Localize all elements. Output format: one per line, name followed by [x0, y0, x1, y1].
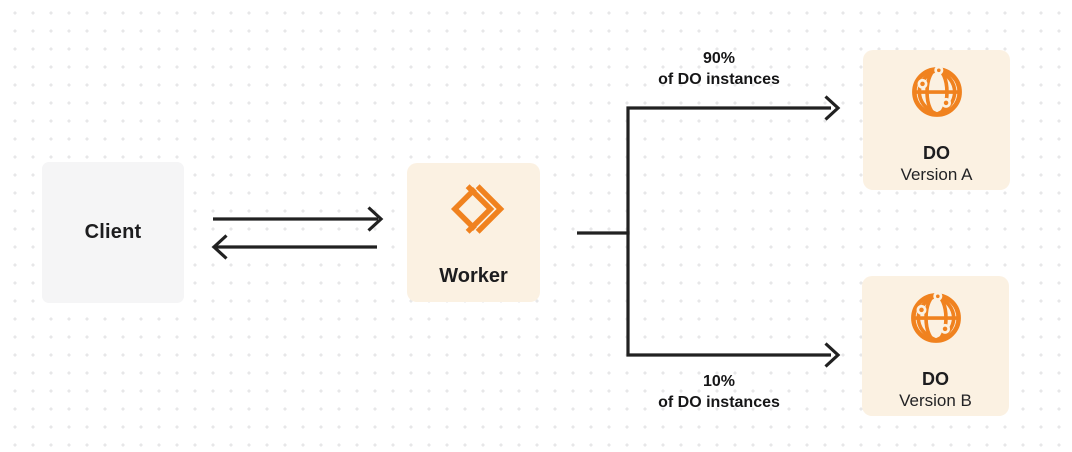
do-b-title: DO	[922, 369, 949, 389]
split-top-label: 90% of DO instances	[628, 48, 810, 90]
arrow-worker-to-client	[211, 234, 377, 260]
arrowhead-to-do-a	[824, 95, 841, 121]
do-a-subtitle: Version A	[900, 165, 973, 184]
split-top-percent: 90%	[702, 50, 736, 67]
split-bottom-percent: 10%	[702, 373, 736, 390]
split-bottom-label: 10% of DO instances	[628, 371, 810, 413]
node-worker: Worker	[407, 163, 540, 302]
worker-label: Worker	[439, 265, 508, 287]
node-do-version-b: DO Version B	[862, 276, 1009, 416]
globe-icon	[907, 289, 965, 352]
split-top-caption: of DO instances	[658, 71, 780, 88]
do-a-title: DO	[923, 143, 950, 163]
split-connector	[577, 95, 841, 368]
do-b-subtitle: Version B	[899, 391, 972, 410]
arrowhead-to-do-b	[824, 342, 841, 368]
node-do-version-a: DO Version A	[863, 50, 1010, 190]
globe-icon	[908, 63, 966, 126]
split-bottom-caption: of DO instances	[658, 394, 780, 411]
node-client: Client	[42, 162, 184, 303]
client-label: Client	[84, 221, 142, 243]
arrow-client-to-worker	[213, 206, 384, 232]
workers-chevrons-icon	[443, 179, 505, 244]
